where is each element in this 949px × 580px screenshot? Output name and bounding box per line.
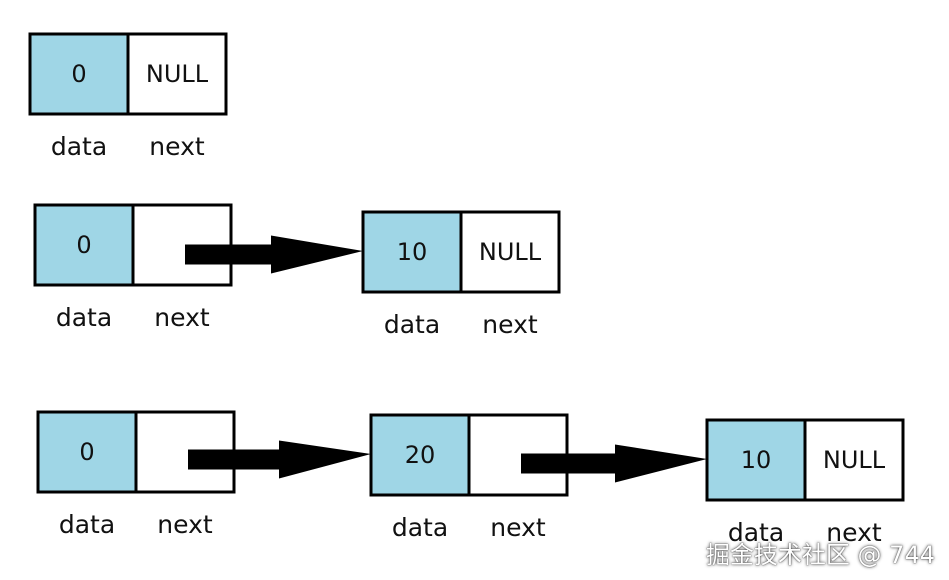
data-value: 0 [76, 231, 91, 259]
data-cell [33, 203, 135, 287]
pointer-arrow [185, 235, 363, 274]
next-cell [134, 410, 236, 494]
watermark: 掘金技术社区 @ 744 [705, 541, 935, 569]
list-node: 0 data next [36, 410, 236, 539]
data-label: data [56, 303, 112, 332]
next-cell [467, 413, 569, 497]
next-cell [126, 32, 228, 116]
data-label: data [392, 513, 448, 542]
next-value: NULL [146, 60, 209, 88]
data-label: data [51, 132, 107, 161]
list-node: 0 data next [33, 203, 233, 332]
data-label: data [59, 510, 115, 539]
next-label: next [154, 303, 210, 332]
next-label: next [482, 310, 538, 339]
list-row-3: 0 data next 20 data next 10 NULL data next [36, 410, 905, 547]
list-node: 10 NULL data next [705, 418, 905, 547]
data-value: 10 [397, 238, 428, 266]
next-value: NULL [479, 238, 542, 266]
data-cell [36, 410, 138, 494]
next-label: next [149, 132, 205, 161]
list-node: 10 NULL data next [361, 210, 561, 339]
pointer-arrow [521, 444, 707, 483]
data-value: 0 [79, 438, 94, 466]
list-row-1: 0 NULL data next [28, 32, 228, 161]
data-cell [361, 210, 463, 294]
next-cell [459, 210, 561, 294]
data-label: data [728, 518, 784, 547]
list-node: 20 data next [369, 413, 569, 542]
data-value: 0 [71, 60, 86, 88]
next-label: next [490, 513, 546, 542]
list-row-2: 0 data next 10 NULL data next [33, 203, 561, 339]
data-cell [705, 418, 807, 502]
data-value: 10 [741, 446, 772, 474]
data-label: data [384, 310, 440, 339]
next-label: next [157, 510, 213, 539]
list-node: 0 NULL data next [28, 32, 228, 161]
next-cell [803, 418, 905, 502]
data-cell [28, 32, 130, 116]
data-value: 20 [405, 441, 436, 469]
next-label: next [826, 518, 882, 547]
pointer-arrow [188, 440, 371, 479]
next-value: NULL [823, 446, 886, 474]
